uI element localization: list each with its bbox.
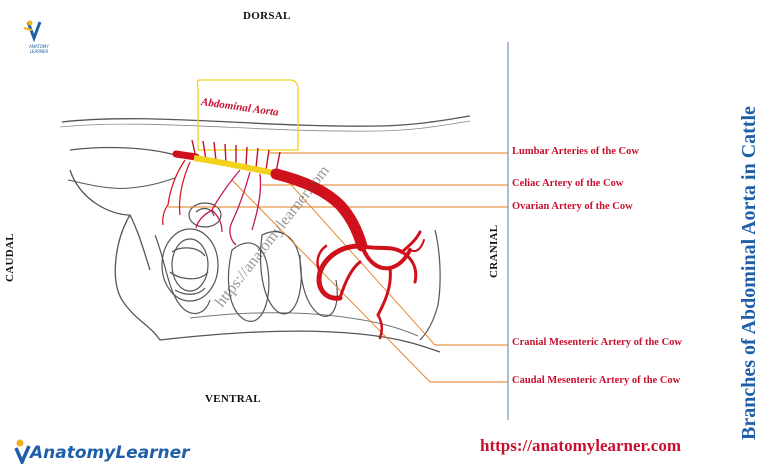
aorta-label-box: [196, 79, 299, 151]
brand-figure-icon: [14, 439, 31, 464]
brand-logo-icon: [23, 20, 42, 43]
ventral-outline: [159, 330, 441, 353]
cranial-label: CRANIAL: [488, 224, 500, 278]
caudal-mesenteric-artery-label: Caudal Mesenteric Artery of the Cow: [512, 375, 681, 386]
dorsal-outline: [61, 115, 471, 127]
uterus-coils: [161, 202, 222, 302]
cranial-mesenteric-artery-label: Cranial Mesenteric Artery of the Cow: [512, 337, 682, 348]
brand-name: AnatomyLearner: [30, 443, 190, 463]
caudal-label: CAUDAL: [4, 233, 16, 282]
logo-small-text: ANATOMY LEARNER: [29, 44, 49, 54]
ventral-label: VENTRAL: [205, 393, 261, 405]
aorta-yellow-segment: [193, 155, 279, 177]
caudal-branches: [162, 159, 191, 226]
cranial-branch-network: [316, 230, 425, 340]
aorta-red-caudal: [172, 150, 200, 161]
cranial-outline: [419, 229, 441, 341]
rectum-outline: [67, 177, 176, 189]
dorsal-label: DORSAL: [243, 10, 291, 22]
pelvis-outline: [69, 146, 176, 341]
leader-lines: [168, 152, 508, 383]
ovarian-branches: [195, 169, 262, 246]
celiac-artery-label: Celiac Artery of the Cow: [512, 178, 624, 189]
lumbar-arteries-label: Lumbar Arteries of the Cow: [512, 146, 639, 157]
ventral-outline-inner: [189, 312, 419, 337]
aorta-vessel: [270, 168, 368, 252]
website-link[interactable]: https://anatomylearner.com: [480, 436, 681, 455]
dorsal-outline-inner: [59, 120, 471, 132]
ovarian-artery-label: Ovarian Artery of the Cow: [512, 201, 633, 212]
figure-title: Branches of Abdominal Aorta in Cattle: [738, 106, 760, 440]
